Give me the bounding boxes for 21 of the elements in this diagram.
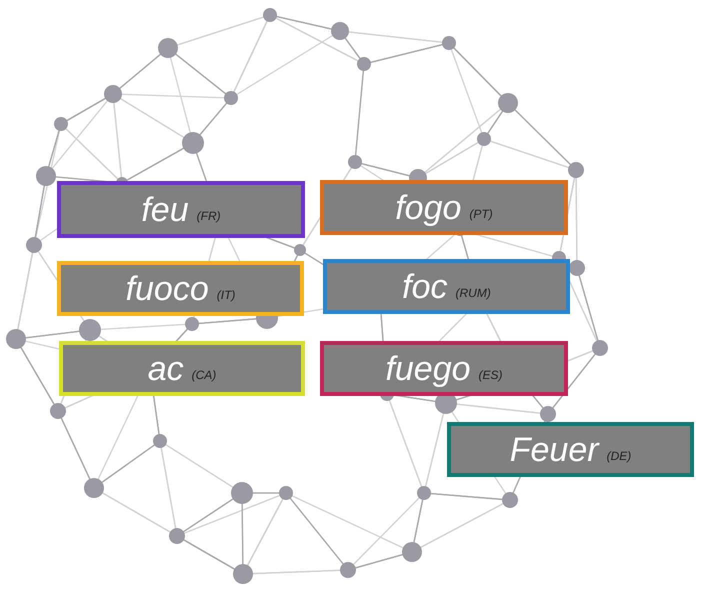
- word-text: fuego: [385, 348, 471, 388]
- language-code: (CA): [192, 368, 216, 382]
- word-text: Feuer: [510, 430, 599, 470]
- language-code: (DE): [606, 448, 632, 462]
- term-box: [59, 341, 305, 396]
- language-code: (FR): [196, 208, 221, 222]
- word-text: foc: [402, 266, 448, 306]
- term-box: [57, 181, 305, 238]
- term-box: [320, 341, 568, 396]
- term-box: [57, 261, 304, 316]
- language-code: (RUM): [456, 286, 491, 300]
- term-box: [323, 259, 570, 314]
- term-box: [447, 422, 694, 477]
- term-box: [320, 180, 568, 235]
- word-text: fuoco: [126, 268, 209, 308]
- word-text: fogo: [395, 188, 462, 228]
- word-text: ac: [148, 348, 184, 388]
- language-code: (IT): [216, 288, 236, 302]
- word-text: feu: [141, 190, 189, 230]
- language-code: (ES): [478, 368, 503, 382]
- language-code: (PT): [469, 206, 493, 220]
